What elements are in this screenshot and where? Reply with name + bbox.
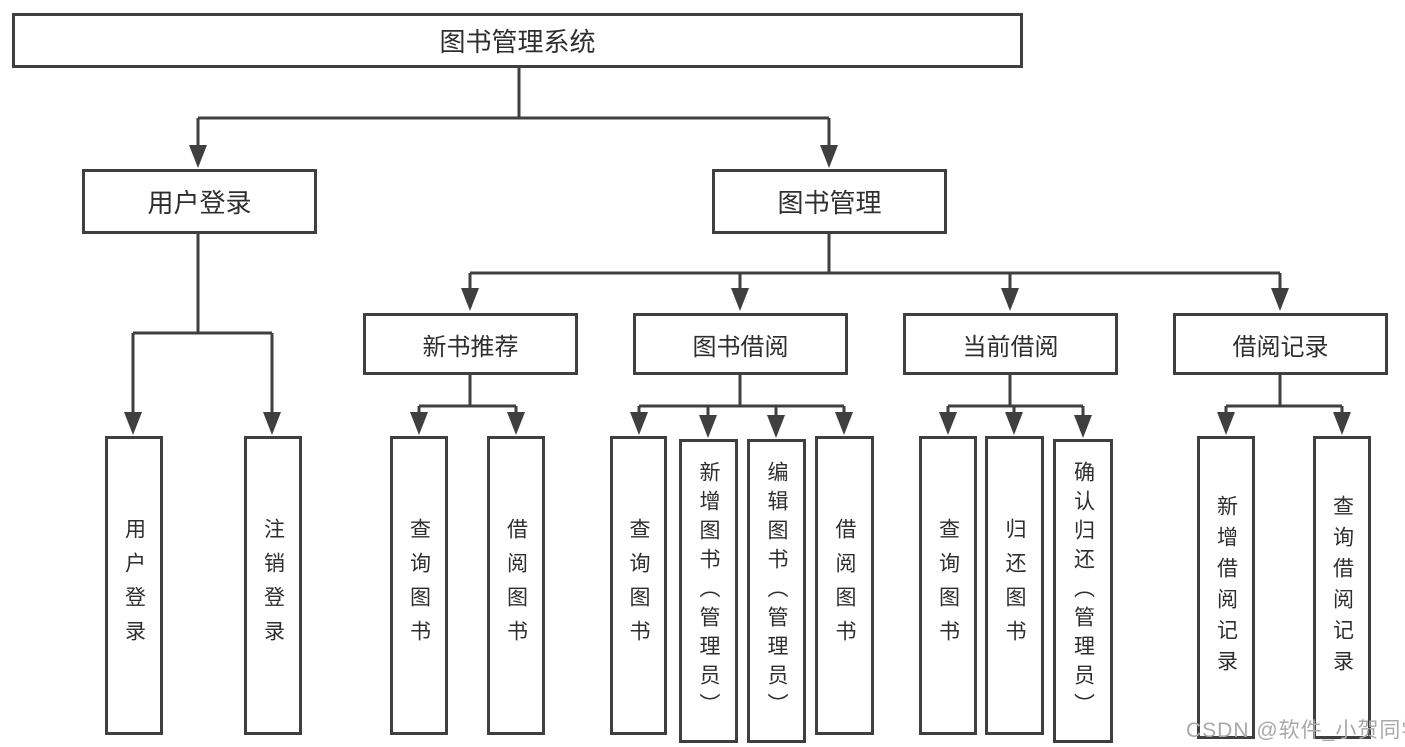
leaf-query-borrow-record-label: 查询借阅记录 (1330, 494, 1354, 681)
node-new-book-recommend-label: 新书推荐 (422, 333, 519, 361)
node-borrowing-records: 借阅记录 (1173, 313, 1388, 375)
leaf-add-borrow-record: 新增借阅记录 (1197, 436, 1255, 739)
leaf-recommend-borrow-books-label: 借阅图书 (504, 517, 528, 654)
leaf-current-query-books-label: 查询图书 (936, 517, 960, 654)
leaf-current-query-books: 查询图书 (919, 436, 977, 735)
node-current-borrowing: 当前借阅 (903, 313, 1118, 375)
leaf-edit-book-admin-label: 编辑图书（管理员） (765, 460, 788, 722)
leaf-user-login-label: 用户登录 (122, 517, 146, 654)
leaf-edit-book-admin: 编辑图书（管理员） (747, 439, 806, 743)
watermark: CSDN @软件_小贺同学 (1186, 719, 1405, 742)
leaf-logout: 注销登录 (244, 436, 302, 735)
leaf-add-book-admin: 新增图书（管理员） (679, 439, 738, 743)
node-book-borrowing-label: 图书借阅 (692, 333, 789, 361)
leaf-recommend-query-books-label: 查询图书 (407, 517, 431, 654)
leaf-logout-label: 注销登录 (261, 517, 285, 654)
node-root: 图书管理系统 (12, 13, 1023, 68)
leaf-borrow-query-books: 查询图书 (610, 436, 667, 735)
leaf-add-book-admin-label: 新增图书（管理员） (697, 460, 720, 722)
leaf-recommend-query-books: 查询图书 (390, 436, 448, 735)
leaf-confirm-return-admin: 确认归还（管理员） (1053, 439, 1113, 743)
leaf-query-borrow-record: 查询借阅记录 (1313, 436, 1371, 739)
node-book-borrowing: 图书借阅 (633, 313, 848, 375)
node-book-management: 图书管理 (712, 169, 947, 234)
leaf-borrow-query-books-label: 查询图书 (627, 517, 650, 654)
node-root-label: 图书管理系统 (439, 27, 596, 57)
node-user-login-label: 用户登录 (147, 188, 252, 218)
node-book-management-label: 图书管理 (777, 188, 882, 218)
leaf-add-borrow-record-label: 新增借阅记录 (1214, 494, 1238, 681)
node-user-login: 用户登录 (82, 169, 317, 234)
leaf-borrow-borrow-books-label: 借阅图书 (833, 517, 856, 654)
leaf-user-login: 用户登录 (105, 436, 163, 735)
leaf-recommend-borrow-books: 借阅图书 (487, 436, 545, 735)
node-new-book-recommend: 新书推荐 (363, 313, 578, 375)
node-current-borrowing-label: 当前借阅 (962, 333, 1059, 361)
leaf-borrow-borrow-books: 借阅图书 (815, 436, 874, 735)
leaf-return-books-label: 归还图书 (1003, 517, 1026, 654)
node-borrowing-records-label: 借阅记录 (1232, 333, 1329, 361)
leaf-return-books: 归还图书 (985, 436, 1044, 735)
leaf-confirm-return-admin-label: 确认归还（管理员） (1071, 460, 1095, 722)
